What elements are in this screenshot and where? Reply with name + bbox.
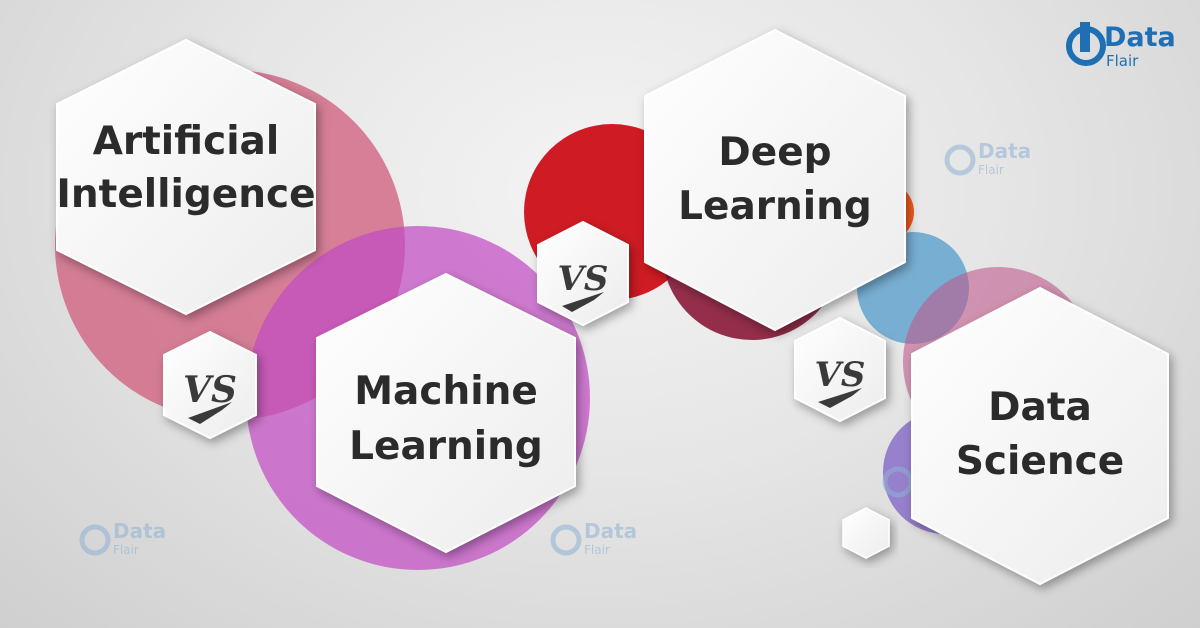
hexagon-machine-learning: Machine Learning (316, 272, 576, 554)
hexagon-label-line1: Deep (718, 130, 831, 175)
logo-word-flair: Flair (1106, 52, 1139, 70)
brush-stroke-icon (188, 402, 232, 424)
hexagon-label-line2: Learning (678, 184, 872, 229)
vs-badge-2: VS (537, 220, 629, 327)
hexagon-label-line2: Intelligence (56, 172, 315, 217)
hexagon-label-line2: Learning (349, 424, 543, 469)
hexagon-artificial-intelligence: Artificial Intelligence (56, 38, 316, 316)
hexagon-data-science: Data Science (911, 286, 1169, 586)
vs-label: VS (558, 259, 609, 299)
hexagon-label-line1: Machine (354, 369, 538, 414)
vs-label: VS (815, 355, 866, 395)
svg-text:Flair: Flair (978, 163, 1004, 177)
svg-text:Flair: Flair (113, 543, 139, 557)
hexagon-deep-learning: Deep Learning (644, 28, 906, 332)
vs-badge-3: VS (794, 316, 886, 423)
hexagon-label-line1: Artificial (93, 119, 280, 164)
svg-text:Data: Data (978, 139, 1031, 163)
svg-text:Data: Data (584, 519, 637, 543)
brush-stroke-icon (818, 388, 862, 408)
svg-text:Flair: Flair (584, 543, 610, 557)
hexagon-label-line1: Data (988, 385, 1092, 430)
watermark-5: Data Flair (550, 519, 637, 557)
brush-stroke-icon (562, 292, 604, 312)
vs-label: VS (183, 369, 237, 411)
hexagon-label-line2: Science (956, 439, 1124, 484)
logo-word-data: Data (1104, 22, 1176, 53)
watermark-4: Data Flair (79, 519, 166, 557)
watermark-3: Data Flair (944, 139, 1031, 177)
dataflair-logo: Data Flair (1066, 22, 1176, 70)
small-decorative-hexagon (842, 507, 890, 559)
vs-badge-1: VS (163, 330, 257, 440)
svg-text:Data: Data (113, 519, 166, 543)
